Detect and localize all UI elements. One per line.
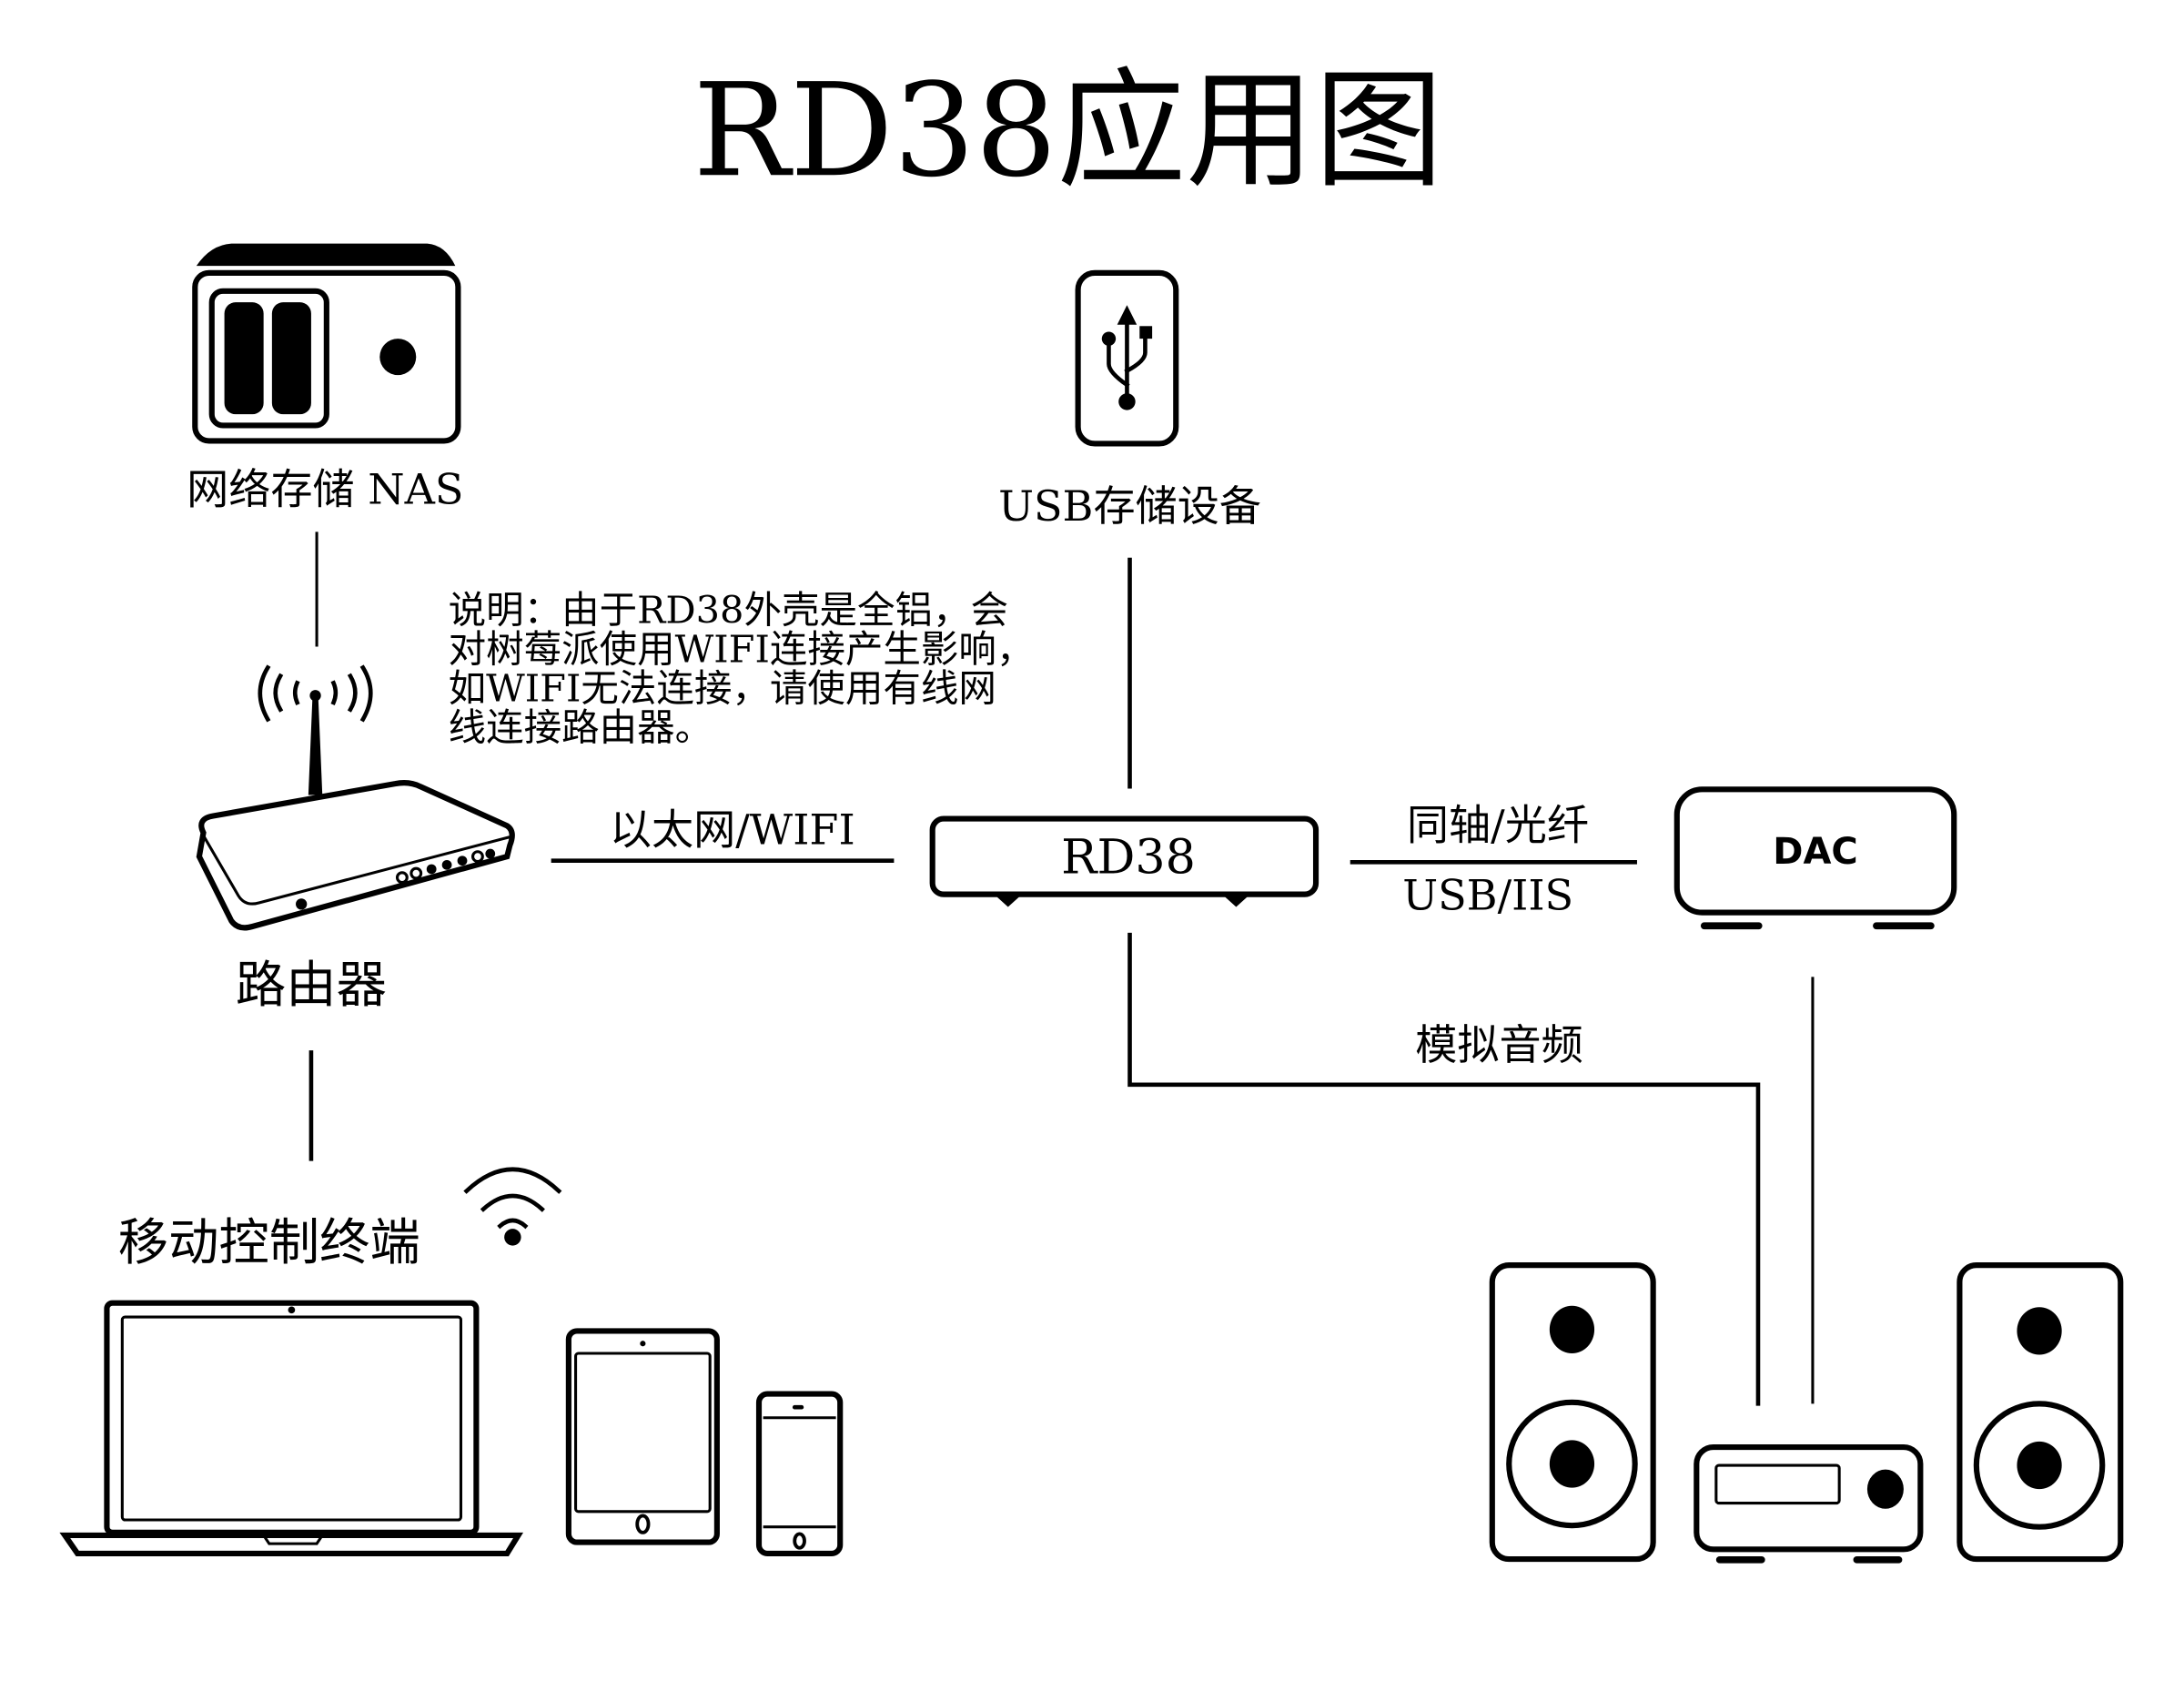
rd38-dac-label-top: 同轴/光纤 <box>1407 801 1589 850</box>
router-rd38-label: 以太网/WIFI <box>610 805 855 854</box>
rd38-device: RD38 <box>929 815 1320 907</box>
speaker-right-icon <box>1956 1262 2124 1563</box>
rd38-dac-label-bottom: USB/IIS <box>1402 871 1573 920</box>
nas-icon <box>192 243 461 444</box>
speaker-left-icon <box>1489 1262 1656 1563</box>
mobile-label: 移动控制终端 <box>118 1214 420 1272</box>
rd38-amp-label: 模拟音频 <box>1415 1020 1583 1069</box>
nas-label: 网络存储 NAS <box>187 465 463 514</box>
laptop-icon <box>59 1300 524 1556</box>
usb-label: USB存储设备 <box>998 481 1261 531</box>
rd38-amp-link <box>1127 932 1761 1406</box>
note-line: 如WIFI无法连接，请使用有线网 <box>449 665 996 710</box>
note-line: 说明：由于RD38外壳是全铝，会 <box>449 587 1008 632</box>
amplifier-icon <box>1694 1443 1924 1564</box>
note-line: 对树莓派使用WIFI连接产生影响， <box>449 626 1035 671</box>
note-line: 线连接路由器。 <box>449 704 713 749</box>
wifi-router-icon <box>196 664 515 931</box>
dac-label: DAC <box>1773 831 1857 873</box>
phone-icon <box>755 1391 844 1556</box>
usb-icon <box>1075 269 1179 447</box>
wifi-icon <box>463 1167 562 1246</box>
tablet-icon <box>565 1328 720 1545</box>
diagram-title: RD38应用图 <box>693 56 1443 206</box>
router-label: 路由器 <box>236 957 387 1015</box>
note-text: 说明：由于RD38外壳是全铝，会 对树莓派使用WIFI连接产生影响， 如WIFI… <box>449 587 1035 749</box>
dac-box-icon: DAC <box>1673 786 1957 930</box>
rd38-label: RD38 <box>1061 830 1196 886</box>
